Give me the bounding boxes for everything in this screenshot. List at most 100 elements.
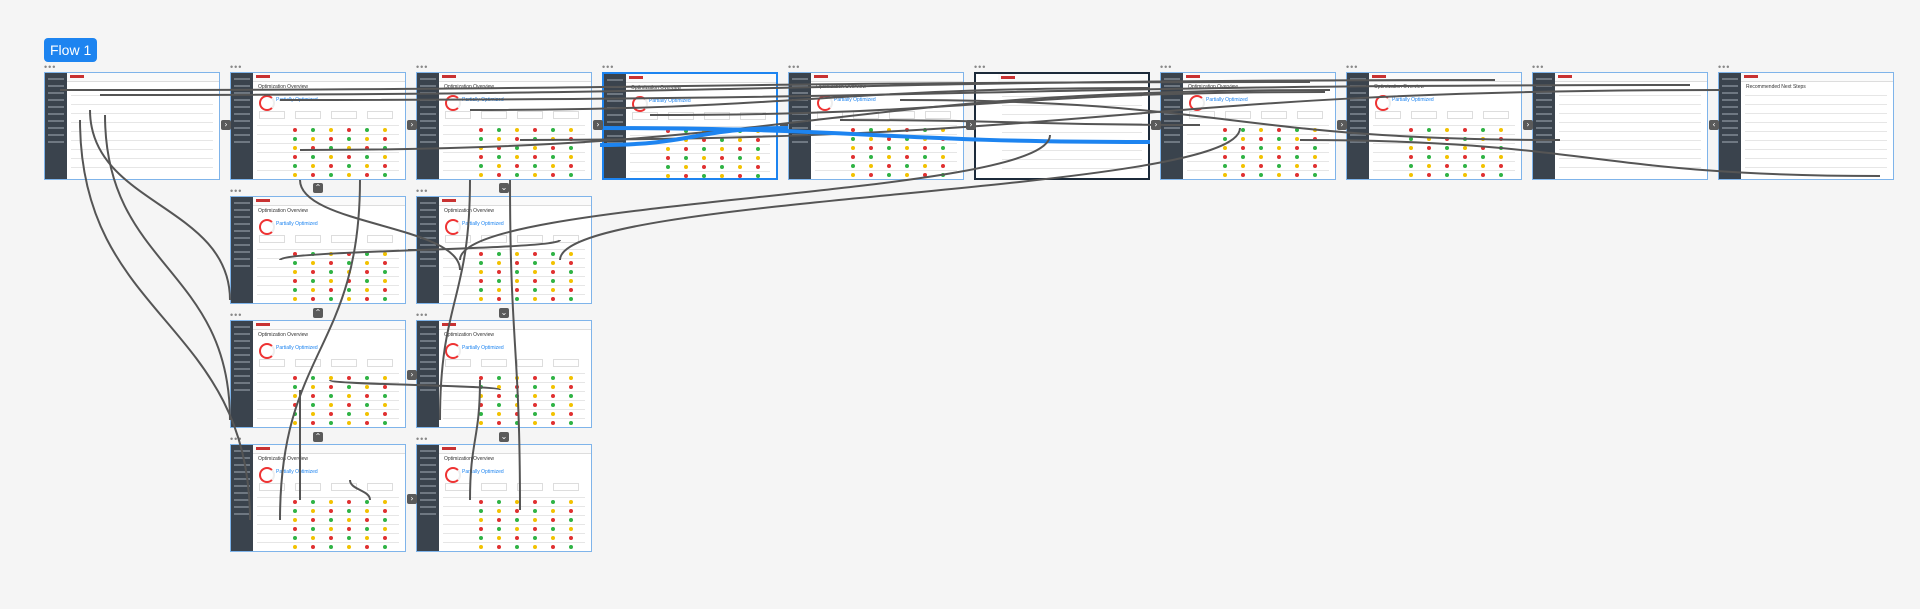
- table-row[interactable]: [257, 170, 399, 171]
- summary-card[interactable]: [259, 359, 285, 367]
- screen-frame-f10[interactable]: Recommended Next Steps: [1718, 72, 1894, 180]
- table-row[interactable]: [815, 170, 957, 171]
- table-row[interactable]: [443, 418, 585, 419]
- table-row[interactable]: [443, 533, 585, 534]
- summary-card[interactable]: [295, 235, 321, 243]
- summary-card[interactable]: [481, 111, 507, 119]
- summary-card[interactable]: [1297, 111, 1323, 119]
- list-item[interactable]: [1559, 131, 1701, 132]
- table-row[interactable]: [443, 249, 585, 250]
- table-row[interactable]: [257, 409, 399, 410]
- table-row[interactable]: [257, 143, 399, 144]
- table-row[interactable]: [630, 171, 770, 172]
- table-row[interactable]: [257, 285, 399, 286]
- chevron-right-icon[interactable]: ›: [1337, 120, 1347, 130]
- table-row[interactable]: [257, 418, 399, 419]
- summary-card[interactable]: [553, 111, 579, 119]
- list-item[interactable]: [1559, 104, 1701, 105]
- table-row[interactable]: [257, 249, 399, 250]
- table-row[interactable]: [257, 267, 399, 268]
- list-item[interactable]: [71, 149, 213, 150]
- table-row[interactable]: [1373, 134, 1515, 135]
- table-row[interactable]: [443, 267, 585, 268]
- chevron-right-icon[interactable]: ›: [1151, 120, 1161, 130]
- frame-more-icon[interactable]: •••: [230, 310, 243, 320]
- summary-card[interactable]: [1225, 111, 1251, 119]
- summary-card[interactable]: [668, 112, 694, 120]
- summary-card[interactable]: [1375, 111, 1401, 119]
- chevron-down-icon[interactable]: ⌄: [499, 183, 509, 193]
- frame-more-icon[interactable]: •••: [974, 62, 987, 72]
- flow-label[interactable]: Flow 1: [44, 38, 98, 62]
- table-row[interactable]: [257, 125, 399, 126]
- summary-card[interactable]: [553, 235, 579, 243]
- list-item[interactable]: [1559, 95, 1701, 96]
- summary-card[interactable]: [295, 483, 321, 491]
- table-row[interactable]: [443, 542, 585, 543]
- table-row[interactable]: [1187, 134, 1329, 135]
- frame-more-icon[interactable]: •••: [1160, 62, 1173, 72]
- table-row[interactable]: [257, 382, 399, 383]
- list-item[interactable]: [1745, 95, 1887, 96]
- summary-card[interactable]: [740, 112, 766, 120]
- table-row[interactable]: [1373, 152, 1515, 153]
- list-item[interactable]: [1559, 158, 1701, 159]
- table-row[interactable]: [257, 524, 399, 525]
- frame-more-icon[interactable]: •••: [1718, 62, 1731, 72]
- chevron-right-icon[interactable]: ›: [221, 120, 231, 130]
- table-row[interactable]: [257, 373, 399, 374]
- frame-more-icon[interactable]: •••: [416, 186, 429, 196]
- list-item[interactable]: [1002, 114, 1142, 115]
- summary-card[interactable]: [259, 483, 285, 491]
- table-row[interactable]: [443, 134, 585, 135]
- chevron-up-icon[interactable]: ⌃: [313, 308, 323, 318]
- list-item[interactable]: [1559, 149, 1701, 150]
- list-item[interactable]: [71, 122, 213, 123]
- table-row[interactable]: [443, 285, 585, 286]
- table-row[interactable]: [257, 515, 399, 516]
- chevron-down-icon[interactable]: ⌄: [499, 432, 509, 442]
- table-row[interactable]: [257, 161, 399, 162]
- summary-card[interactable]: [1447, 111, 1473, 119]
- table-row[interactable]: [257, 391, 399, 392]
- table-row[interactable]: [257, 533, 399, 534]
- chevron-down-icon[interactable]: ⌄: [499, 308, 509, 318]
- table-row[interactable]: [443, 409, 585, 410]
- summary-card[interactable]: [259, 235, 285, 243]
- table-row[interactable]: [443, 258, 585, 259]
- summary-card[interactable]: [481, 359, 507, 367]
- summary-card[interactable]: [517, 483, 543, 491]
- list-item[interactable]: [71, 140, 213, 141]
- table-row[interactable]: [443, 161, 585, 162]
- list-item[interactable]: [71, 158, 213, 159]
- table-row[interactable]: [257, 134, 399, 135]
- summary-card[interactable]: [553, 359, 579, 367]
- table-row[interactable]: [1373, 125, 1515, 126]
- summary-card[interactable]: [295, 111, 321, 119]
- table-row[interactable]: [1187, 170, 1329, 171]
- summary-card[interactable]: [295, 359, 321, 367]
- table-row[interactable]: [443, 143, 585, 144]
- summary-card[interactable]: [517, 235, 543, 243]
- table-row[interactable]: [443, 294, 585, 295]
- table-row[interactable]: [815, 125, 957, 126]
- frame-more-icon[interactable]: •••: [416, 62, 429, 72]
- list-item[interactable]: [1745, 104, 1887, 105]
- chevron-up-icon[interactable]: ⌃: [313, 432, 323, 442]
- table-row[interactable]: [1373, 170, 1515, 171]
- list-item[interactable]: [1745, 122, 1887, 123]
- table-row[interactable]: [815, 143, 957, 144]
- chevron-right-icon[interactable]: ›: [593, 120, 603, 130]
- table-row[interactable]: [257, 542, 399, 543]
- chevron-right-icon[interactable]: ›: [966, 120, 976, 130]
- summary-card[interactable]: [331, 111, 357, 119]
- table-row[interactable]: [630, 162, 770, 163]
- summary-card[interactable]: [517, 359, 543, 367]
- summary-card[interactable]: [445, 235, 471, 243]
- chevron-left-icon[interactable]: ‹: [1709, 120, 1719, 130]
- list-item[interactable]: [71, 104, 213, 105]
- frame-more-icon[interactable]: •••: [1346, 62, 1359, 72]
- summary-card[interactable]: [367, 483, 393, 491]
